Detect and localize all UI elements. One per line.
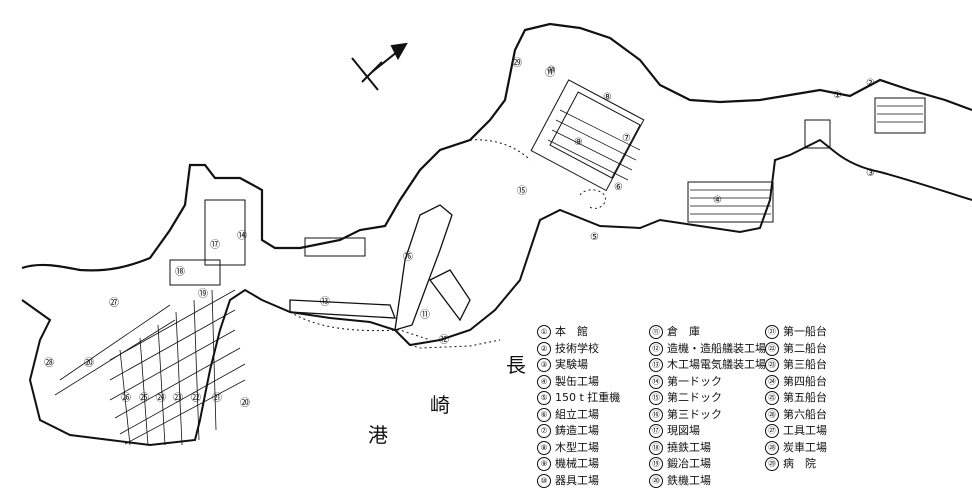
map-label-6: ⑥ xyxy=(614,182,623,193)
map-label-11b: ⑪ xyxy=(420,309,430,321)
map-label-11a: ⑪ xyxy=(545,67,555,79)
map-label-19: ⑲ xyxy=(198,288,208,300)
map-label-28: ㉘ xyxy=(44,357,54,369)
map-label-26: ㉖ xyxy=(121,392,131,404)
sea-name-char-1: 長 xyxy=(506,353,526,377)
map-label-9: ⑨ xyxy=(574,137,583,148)
map-label-12: ⑫ xyxy=(439,334,449,346)
sea-name-char-2: 崎 xyxy=(430,393,450,417)
map-label-7: ⑦ xyxy=(622,133,631,144)
map-label-25: ㉕ xyxy=(139,392,149,404)
shoreline-south xyxy=(21,138,972,447)
north-arrow-icon xyxy=(351,42,408,91)
sea-name-char-3: 港 xyxy=(368,423,388,447)
map-label-22: ㉒ xyxy=(191,392,201,404)
map-label-3: ③ xyxy=(866,168,875,179)
map-label-13: ⑬ xyxy=(320,296,330,308)
building-hatching xyxy=(547,105,923,215)
map-label-29: ㉙ xyxy=(512,57,522,69)
map-label-20a: ⑳ xyxy=(84,357,94,369)
coastline xyxy=(21,22,972,272)
sea-name: 長 崎 港 xyxy=(368,353,526,447)
slipways xyxy=(54,289,246,446)
map-label-23: ㉓ xyxy=(173,392,183,404)
map-label-20b: ⑳ xyxy=(240,397,250,409)
map-label-5: ⑤ xyxy=(590,232,599,243)
buildings xyxy=(169,79,926,286)
map-labels: ① ② ③ ④ ⑤ ⑥ ⑦ ⑧ ⑨ ⑩ ⑪ ⑪ ⑫ ⑬ ⑭ ⑮ ⑯ ⑰ ⑱ ⑲ … xyxy=(44,57,875,409)
map-label-16: ⑯ xyxy=(403,251,413,263)
map-label-18: ⑱ xyxy=(175,266,185,278)
map-label-21: ㉑ xyxy=(212,392,222,404)
dry-docks xyxy=(289,204,471,331)
map-label-8: ⑧ xyxy=(603,92,612,103)
map-label-4: ④ xyxy=(713,195,722,206)
map-label-27: ㉗ xyxy=(109,297,119,309)
map-label-24: ㉔ xyxy=(156,392,166,404)
reclamation-lines xyxy=(289,139,606,349)
map-label-2: ② xyxy=(866,78,875,89)
map-label-14: ⑭ xyxy=(237,230,247,242)
map-label-1: ① xyxy=(833,90,842,101)
map-label-10: ⑩ xyxy=(547,65,556,76)
map-label-17: ⑰ xyxy=(210,239,220,251)
map-label-15: ⑮ xyxy=(517,185,527,197)
